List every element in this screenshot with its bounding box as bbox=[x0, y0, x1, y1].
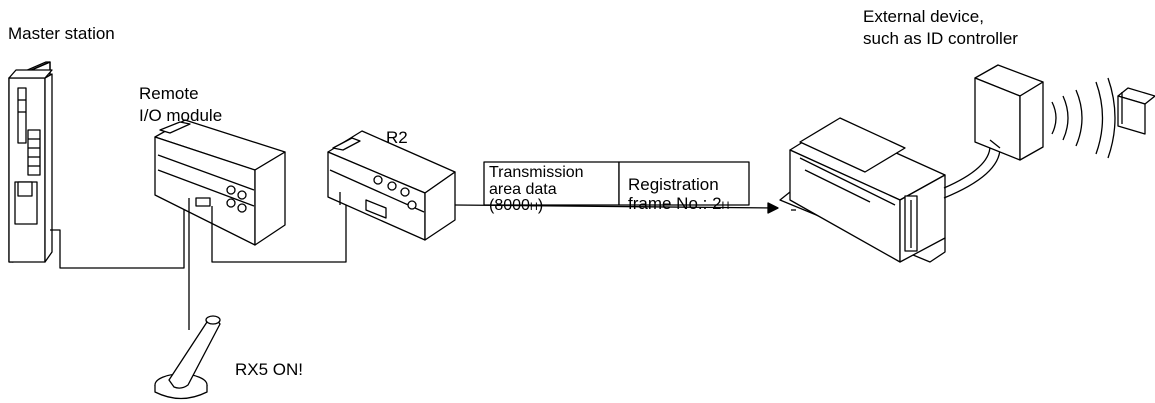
frame-cell2-line1: Registration bbox=[628, 175, 719, 194]
cable-master-remote bbox=[50, 200, 185, 269]
frame-cell2-line2: frame No.: 2H bbox=[628, 194, 730, 213]
toggle-switch-icon bbox=[154, 315, 221, 400]
frame-arrow-head bbox=[767, 202, 779, 214]
frame-cell-transmission bbox=[483, 161, 620, 206]
id-tag bbox=[1117, 87, 1155, 135]
remote-io-module-device bbox=[154, 119, 286, 246]
frame-cell1-line2: area data bbox=[489, 181, 557, 198]
frame-cell-registration bbox=[618, 161, 750, 206]
cable-remote-r2 bbox=[211, 195, 347, 263]
master-station-device bbox=[8, 61, 53, 263]
switch-label: RX5 ON! bbox=[235, 360, 304, 379]
remote-io-label-line2: I/O module bbox=[139, 106, 223, 125]
master-station-label: Master station bbox=[8, 24, 115, 43]
r2-label: R2 bbox=[386, 128, 408, 147]
external-device-label-line2: such as ID controller bbox=[863, 29, 1018, 48]
external-device-label-line1: External device, bbox=[863, 7, 984, 26]
radio-waves-icon bbox=[1051, 77, 1116, 159]
frame-cell1-line1: Transmission bbox=[489, 164, 584, 181]
cable-external-idctrl-2 bbox=[943, 145, 991, 189]
r2-device bbox=[327, 130, 456, 241]
id-controller-head bbox=[974, 64, 1044, 161]
external-device-unit bbox=[779, 117, 946, 263]
cable-external-idctrl bbox=[943, 147, 1001, 199]
frame-cell1-line3: (8000H) bbox=[489, 197, 544, 214]
remote-io-label-line1: Remote bbox=[139, 84, 199, 103]
